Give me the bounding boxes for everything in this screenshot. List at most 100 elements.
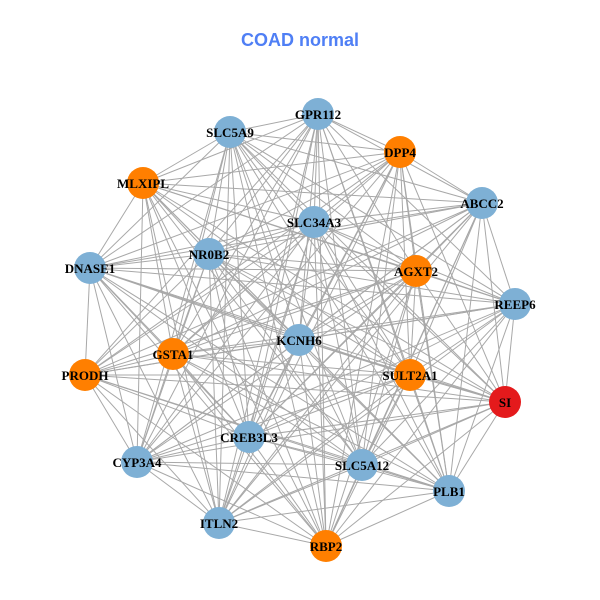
edge-DPP4-CREB3L3 — [248, 151, 401, 438]
edge-GPR112-DNASE1 — [89, 113, 319, 269]
node-circle[interactable] — [193, 238, 225, 270]
node-ITLN2[interactable]: ITLN2 — [200, 507, 238, 539]
edge-MLXIPL-CREB3L3 — [142, 182, 250, 438]
edge-SULT2A1-PLB1 — [409, 374, 450, 492]
node-SLC5A12[interactable]: SLC5A12 — [335, 449, 389, 481]
edge-MLXIPL-SULT2A1 — [142, 182, 411, 376]
edge-MLXIPL-NR0B2 — [142, 182, 210, 255]
edge-GPR112-ITLN2 — [218, 113, 319, 524]
node-label: SLC5A12 — [335, 458, 389, 473]
edge-NR0B2-DNASE1 — [89, 253, 210, 269]
edge-MLXIPL-DNASE1 — [89, 182, 144, 269]
node-circle[interactable] — [346, 449, 378, 481]
node-circle[interactable] — [157, 338, 189, 370]
edge-SULT2A1-ITLN2 — [218, 374, 411, 524]
edge-MLXIPL-SI — [142, 182, 506, 403]
node-MLXIPL[interactable]: MLXIPL — [117, 167, 169, 199]
node-circle[interactable] — [466, 187, 498, 219]
node-circle[interactable] — [203, 507, 235, 539]
node-ABCC2[interactable]: ABCC2 — [460, 187, 504, 219]
edge-GSTA1-SI — [172, 353, 506, 403]
edge-DPP4-MLXIPL — [142, 151, 401, 184]
edge-SULT2A1-SLC5A12 — [361, 374, 411, 466]
node-CYP3A4[interactable]: CYP3A4 — [112, 446, 162, 478]
edge-ABCC2-SULT2A1 — [409, 202, 483, 376]
node-DPP4[interactable]: DPP4 — [384, 136, 416, 168]
figure-title: COAD normal — [240, 30, 359, 50]
edge-AGXT2-GSTA1 — [172, 270, 417, 355]
node-circle[interactable] — [283, 324, 315, 356]
edge-KCNH6-PRODH — [84, 339, 300, 376]
node-circle[interactable] — [74, 252, 106, 284]
node-GPR112[interactable]: GPR112 — [295, 98, 341, 130]
edge-DNASE1-RBP2 — [89, 267, 327, 547]
edge-CREB3L3-CYP3A4 — [136, 436, 250, 463]
node-PLB1[interactable]: PLB1 — [433, 475, 465, 507]
node-KCNH6[interactable]: KCNH6 — [276, 324, 322, 356]
node-circle[interactable] — [310, 530, 342, 562]
edge-SLC5A9-SLC34A3 — [229, 131, 315, 223]
node-circle[interactable] — [302, 98, 334, 130]
edge-REEP6-ITLN2 — [218, 303, 516, 524]
node-circle[interactable] — [233, 421, 265, 453]
node-label: DPP4 — [384, 145, 416, 160]
edge-ABCC2-PLB1 — [448, 202, 483, 492]
edge-DNASE1-PRODH — [84, 267, 91, 376]
node-RBP2[interactable]: RBP2 — [310, 530, 343, 562]
node-circle[interactable] — [127, 167, 159, 199]
edge-PRODH-PLB1 — [84, 374, 450, 492]
node-label: AGXT2 — [394, 264, 438, 279]
node-circle[interactable] — [214, 116, 246, 148]
node-NR0B2[interactable]: NR0B2 — [189, 238, 229, 270]
node-PRODH[interactable]: PRODH — [62, 359, 109, 391]
edge-ABCC2-PRODH — [84, 202, 483, 376]
edge-SULT2A1-SI — [409, 374, 506, 403]
edge-REEP6-CREB3L3 — [248, 303, 516, 438]
node-SI[interactable]: SI — [489, 386, 521, 418]
node-DNASE1[interactable]: DNASE1 — [65, 252, 116, 284]
edge-ABCC2-REEP6 — [481, 202, 516, 305]
node-circle[interactable] — [433, 475, 465, 507]
node-circle[interactable] — [298, 206, 330, 238]
edge-SLC34A3-RBP2 — [313, 221, 327, 547]
node-circle[interactable] — [489, 386, 521, 418]
edge-DPP4-NR0B2 — [208, 151, 401, 255]
node-SLC5A9[interactable]: SLC5A9 — [206, 116, 254, 148]
edge-PRODH-RBP2 — [84, 374, 327, 547]
edge-ABCC2-ITLN2 — [218, 202, 483, 524]
node-REEP6[interactable]: REEP6 — [494, 288, 536, 320]
edge-REEP6-SI — [504, 303, 516, 403]
edge-GSTA1-SULT2A1 — [172, 353, 411, 376]
node-GSTA1[interactable]: GSTA1 — [153, 338, 194, 370]
node-SULT2A1[interactable]: SULT2A1 — [382, 359, 438, 391]
node-circle[interactable] — [499, 288, 531, 320]
edge-SLC34A3-ITLN2 — [218, 221, 315, 524]
node-circle[interactable] — [384, 136, 416, 168]
edge-AGXT2-RBP2 — [325, 270, 417, 547]
node-circle[interactable] — [394, 359, 426, 391]
node-label: CREB3L3 — [220, 430, 278, 445]
edge-ITLN2-RBP2 — [218, 522, 327, 547]
node-circle[interactable] — [400, 255, 432, 287]
edge-SULT2A1-CREB3L3 — [248, 374, 411, 438]
edge-SI-RBP2 — [325, 401, 506, 547]
node-label: KCNH6 — [276, 333, 322, 348]
edge-KCNH6-PLB1 — [298, 339, 450, 492]
node-CREB3L3[interactable]: CREB3L3 — [220, 421, 278, 453]
node-circle[interactable] — [121, 446, 153, 478]
node-SLC34A3[interactable]: SLC34A3 — [287, 206, 342, 238]
edge-GPR112-REEP6 — [317, 113, 516, 305]
edge-PRODH-CYP3A4 — [84, 374, 138, 463]
edge-DNASE1-AGXT2 — [89, 267, 417, 272]
edge-GSTA1-SLC5A12 — [172, 353, 363, 466]
edge-AGXT2-CREB3L3 — [248, 270, 417, 438]
node-circle[interactable] — [69, 359, 101, 391]
edge-ABCC2-SLC34A3 — [313, 202, 483, 223]
edge-REEP6-SULT2A1 — [409, 303, 516, 376]
edge-SLC34A3-SLC5A12 — [313, 221, 363, 466]
edge-REEP6-SLC5A12 — [361, 303, 516, 466]
edge-MLXIPL-RBP2 — [142, 182, 327, 547]
edge-GPR112-CYP3A4 — [136, 113, 319, 463]
node-AGXT2[interactable]: AGXT2 — [394, 255, 438, 287]
edge-REEP6-RBP2 — [325, 303, 516, 547]
